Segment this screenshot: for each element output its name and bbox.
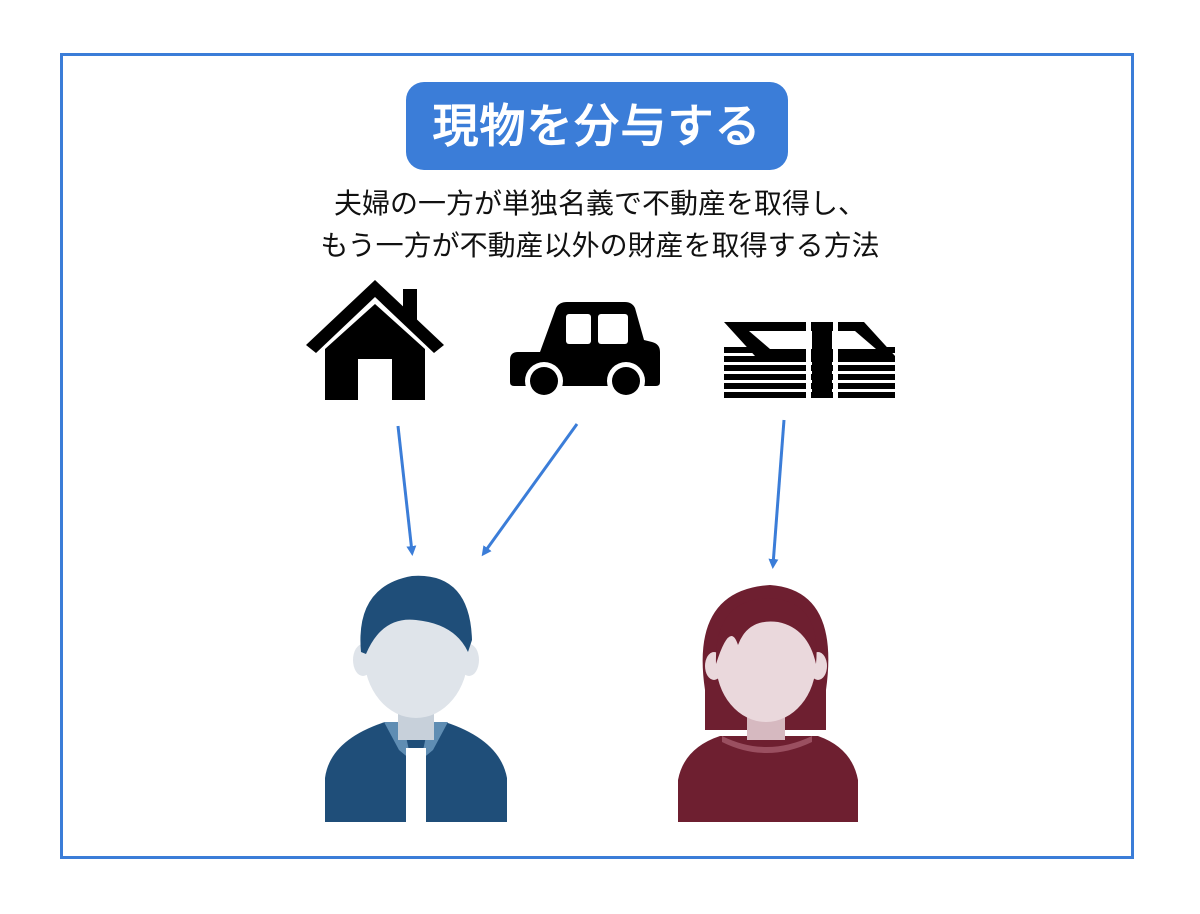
house-icon [306, 280, 444, 400]
arrow-money-to-wife [768, 419, 786, 569]
man-avatar [325, 575, 507, 822]
car-icon [510, 302, 660, 400]
title-badge: 現物を分与する [406, 82, 788, 170]
outer-frame [60, 53, 1134, 859]
description-line-2: もう一方が不動産以外の財産を取得する方法 [320, 229, 880, 262]
description-line-1: 夫婦の一方が単独名義で不動産を取得し、 [333, 187, 866, 220]
arrow-house-to-husband [396, 425, 417, 556]
cash-stack-icon [724, 322, 895, 398]
woman-avatar [678, 585, 858, 822]
arrow-car-to-husband [481, 423, 579, 557]
